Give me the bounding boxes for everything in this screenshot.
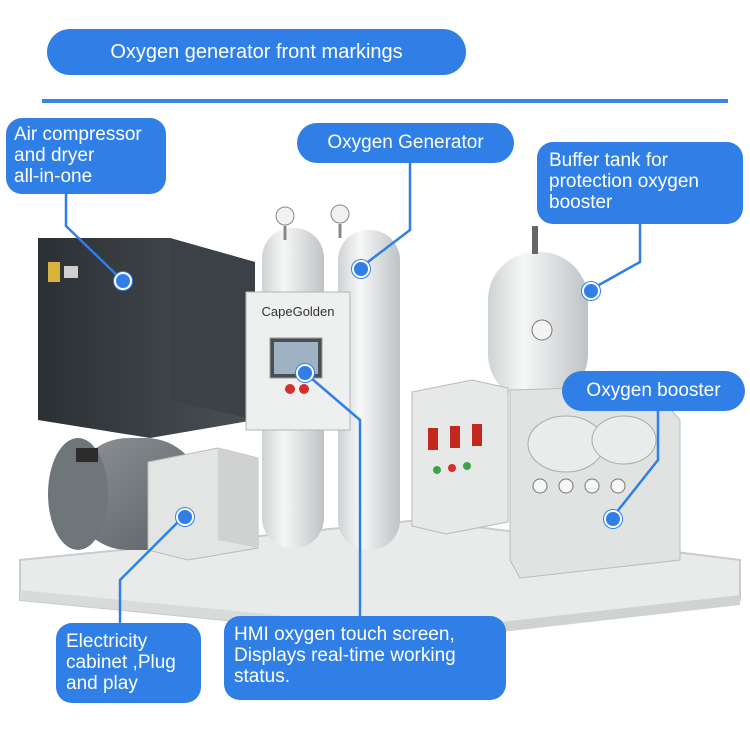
label-air-compressor: Air compressor and dryer all-in-one: [6, 118, 166, 194]
marker-oxygen-generator: [352, 260, 370, 278]
oxygen-booster-machine: [510, 386, 680, 578]
pointer-buffer-tank: [590, 222, 640, 290]
capegolden-logo: CapeGolden: [250, 304, 346, 319]
marker-air-compressor: [114, 272, 132, 290]
page-title: Oxygen generator front markings: [47, 29, 466, 75]
air-compressor-unit: [38, 238, 255, 438]
electricity-cabinet-box: [148, 448, 258, 560]
label-oxygen-booster: Oxygen booster: [562, 371, 745, 411]
booster-control-cabinet: [412, 380, 508, 534]
label-oxygen-generator: Oxygen Generator: [297, 123, 514, 163]
marker-electricity-cabinet: [176, 508, 194, 526]
marker-hmi: [296, 364, 314, 382]
label-hmi: HMI oxygen touch screen, Displays real-t…: [224, 616, 506, 700]
marker-buffer-tank: [582, 282, 600, 300]
label-electricity-cabinet: Electricity cabinet ,Plug and play: [56, 623, 201, 703]
marker-oxygen-booster: [604, 510, 622, 528]
label-buffer-tank: Buffer tank for protection oxygen booste…: [537, 142, 743, 224]
